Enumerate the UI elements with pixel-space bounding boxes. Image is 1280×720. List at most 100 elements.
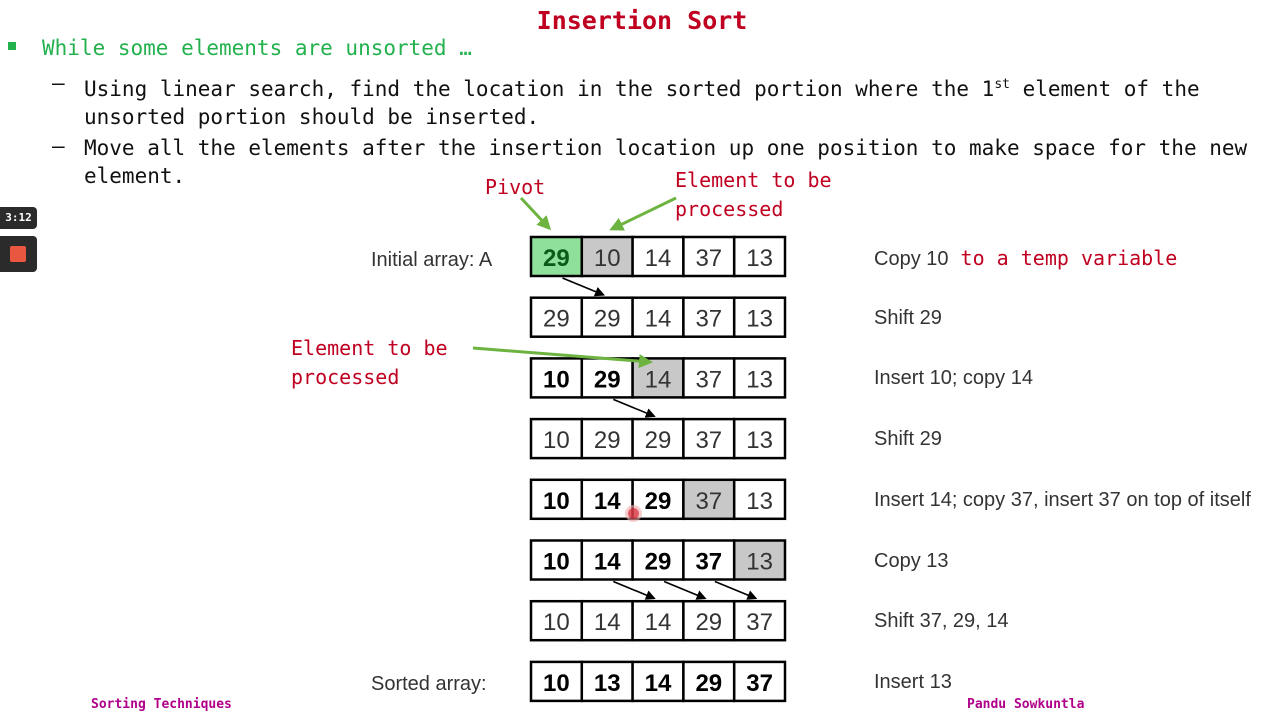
pivot-arrow bbox=[519, 196, 552, 231]
array-cell bbox=[732, 478, 787, 521]
array-cell bbox=[529, 660, 584, 703]
shift-arrow bbox=[612, 580, 656, 600]
array-cell-value: 37 bbox=[746, 670, 773, 697]
array-cell-value: 29 bbox=[594, 427, 621, 454]
array-cell bbox=[732, 235, 787, 278]
array-row: 10 29 29 37 13 bbox=[529, 417, 787, 460]
footer-right: Pandu Sowkuntla bbox=[967, 697, 1085, 712]
row-description: Insert 14; copy 37, insert 37 on top of … bbox=[874, 489, 1251, 512]
array-cell-value: 14 bbox=[645, 306, 672, 333]
array-cell bbox=[682, 296, 736, 338]
array-cell-value: 29 bbox=[645, 427, 672, 454]
row-description: Shift 29 bbox=[874, 428, 942, 451]
array-cell bbox=[529, 235, 584, 278]
stop-icon[interactable] bbox=[10, 246, 26, 262]
array-cell bbox=[529, 357, 584, 399]
array-cell-value: 29 bbox=[695, 609, 722, 636]
row-description: Shift 29 bbox=[874, 307, 942, 330]
array-cell bbox=[529, 417, 584, 460]
shift-arrow bbox=[562, 277, 605, 297]
array-cell bbox=[732, 357, 787, 399]
annotation-line: Element to be bbox=[675, 168, 832, 192]
array-cell bbox=[580, 296, 634, 338]
array-cell-value: 13 bbox=[746, 488, 773, 515]
array-cell-value: 29 bbox=[645, 549, 672, 576]
dash-marker: – bbox=[52, 71, 65, 95]
pivot-label: Pivot bbox=[485, 175, 546, 199]
row-description: Shift 37, 29, 14 bbox=[874, 610, 1009, 633]
sub-point-1-text-end: element of the unsorted portion should b… bbox=[84, 77, 1200, 129]
array-cell-value: 10 bbox=[543, 488, 570, 515]
array-cell bbox=[682, 660, 736, 703]
array-cell-value: 37 bbox=[695, 245, 722, 272]
array-cell bbox=[631, 660, 685, 703]
array-cell-value: 13 bbox=[594, 670, 621, 697]
array-cell bbox=[732, 599, 787, 642]
row-description-text: Insert 14; copy 37, insert 37 on top of … bbox=[874, 488, 1251, 511]
element-to-be-processed-label-2: Element to be processed bbox=[291, 334, 448, 392]
array-cell bbox=[529, 599, 584, 642]
annotation-line: processed bbox=[291, 365, 400, 389]
row-description-text: Copy 10 bbox=[874, 248, 949, 270]
row-description: Insert 10; copy 14 bbox=[874, 367, 1033, 390]
array-cell-value: 10 bbox=[594, 245, 621, 272]
array-cell bbox=[580, 660, 634, 703]
row-description: Insert 13 bbox=[874, 671, 952, 694]
array-cell-value: 37 bbox=[695, 488, 722, 515]
array-cell-value: 37 bbox=[695, 549, 722, 576]
array-cell bbox=[732, 660, 787, 703]
element-processed-arrow-1 bbox=[609, 196, 677, 231]
array-cell-value: 13 bbox=[746, 245, 773, 272]
bullet-marker-icon bbox=[8, 42, 16, 50]
array-cell-value: 13 bbox=[746, 427, 773, 454]
row-description-text: Shift 37, 29, 14 bbox=[874, 610, 1009, 633]
array-cell bbox=[732, 417, 787, 460]
pointer-cursor-icon bbox=[628, 508, 639, 519]
array-cell bbox=[631, 235, 685, 278]
row-description-text: Insert 13 bbox=[874, 670, 952, 693]
array-cell bbox=[580, 599, 634, 642]
array-cell-value: 37 bbox=[746, 609, 773, 636]
element-processed-arrow-2 bbox=[472, 346, 653, 369]
row-description-text: Insert 10; copy 14 bbox=[874, 367, 1033, 390]
array-cell-value: 14 bbox=[594, 488, 621, 515]
sub-point-2-text: Move all the elements after the insertio… bbox=[84, 136, 1248, 188]
array-cell-value: 13 bbox=[746, 549, 773, 576]
array-cell bbox=[682, 417, 736, 460]
array-cell bbox=[529, 296, 584, 338]
page-title: Insertion Sort bbox=[536, 6, 748, 35]
array-cell-value: 10 bbox=[543, 427, 570, 454]
initial-array-label: Initial array: A bbox=[371, 249, 493, 271]
array-cell-value: 29 bbox=[695, 670, 722, 697]
array-cell bbox=[682, 599, 736, 642]
array-cell-value: 10 bbox=[543, 366, 570, 393]
row-description-text: Copy 13 bbox=[874, 549, 949, 572]
footer-left: Sorting Techniques bbox=[91, 697, 232, 712]
dash-marker: – bbox=[52, 134, 65, 158]
array-cell-value: 14 bbox=[645, 366, 672, 393]
array-cell-value: 37 bbox=[695, 306, 722, 333]
sub-point-2: Move all the elements after the insertio… bbox=[84, 134, 1254, 190]
row-description: Copy 13 bbox=[874, 550, 949, 573]
array-cell-value: 29 bbox=[594, 306, 621, 333]
annotation-line: Element to be bbox=[291, 336, 448, 360]
superscript: st bbox=[994, 77, 1010, 92]
video-timer: 3:12 bbox=[0, 207, 37, 229]
annotation-line: processed bbox=[675, 197, 784, 221]
shift-arrow bbox=[714, 580, 758, 600]
array-cell-value: 10 bbox=[543, 670, 570, 697]
array-cell-value: 29 bbox=[594, 366, 621, 393]
array-cell bbox=[580, 235, 634, 278]
shift-arrow bbox=[612, 398, 656, 418]
sub-point-1: Using linear search, find the location i… bbox=[84, 71, 1254, 131]
array-cell-value: 13 bbox=[746, 366, 773, 393]
bullet-text: While some elements are unsorted … bbox=[42, 36, 472, 60]
array-cell-value: 37 bbox=[695, 427, 722, 454]
array-cell-value: 14 bbox=[645, 670, 672, 697]
row-description: Copy 10 to a temp variable bbox=[874, 246, 1177, 271]
